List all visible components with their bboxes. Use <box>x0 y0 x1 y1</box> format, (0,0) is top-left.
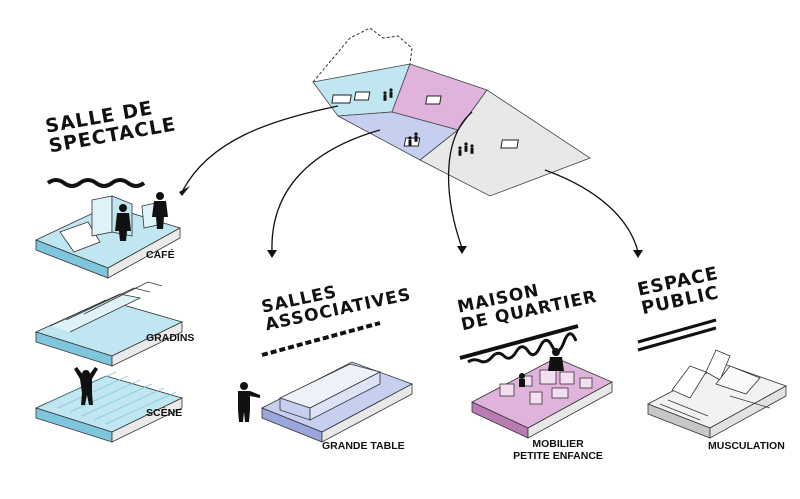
wavy-underline-spectacle <box>46 178 146 188</box>
dashed-outline <box>312 27 413 83</box>
arrow-to-maison <box>447 111 473 249</box>
underline-espace-1 <box>637 318 717 344</box>
grande-table-block <box>238 361 413 443</box>
arrows <box>182 105 639 253</box>
caption-gradins: GRADINS <box>146 332 195 344</box>
underline-espace-2 <box>637 326 717 352</box>
dashed-underline-associatives <box>261 321 381 357</box>
caption-scene: SCÈNE <box>146 407 183 419</box>
scene-block <box>34 367 184 443</box>
mobilier-block <box>471 348 613 439</box>
caption-mobilier: MOBILIER PETITE ENFANCE <box>496 438 620 462</box>
gradins-block <box>34 281 184 367</box>
underline-maison <box>459 324 579 360</box>
arrow-to-associatives <box>271 129 381 253</box>
cafe-block <box>34 192 182 279</box>
site-plan <box>312 27 591 197</box>
person-silhouette <box>238 382 260 422</box>
musculation-block <box>647 349 787 439</box>
caption-musculation: MUSCULATION <box>708 440 785 452</box>
caption-grande-table: GRANDE TABLE <box>322 440 405 452</box>
arrow-to-spectacle <box>182 105 339 191</box>
people-icons <box>383 88 474 156</box>
caption-cafe: CAFÉ <box>146 249 175 261</box>
caption-line: PETITE ENFANCE <box>513 450 603 462</box>
people-silhouettes <box>115 192 168 241</box>
caption-line: MOBILIER <box>532 438 584 450</box>
arrow-to-espace <box>544 169 639 253</box>
